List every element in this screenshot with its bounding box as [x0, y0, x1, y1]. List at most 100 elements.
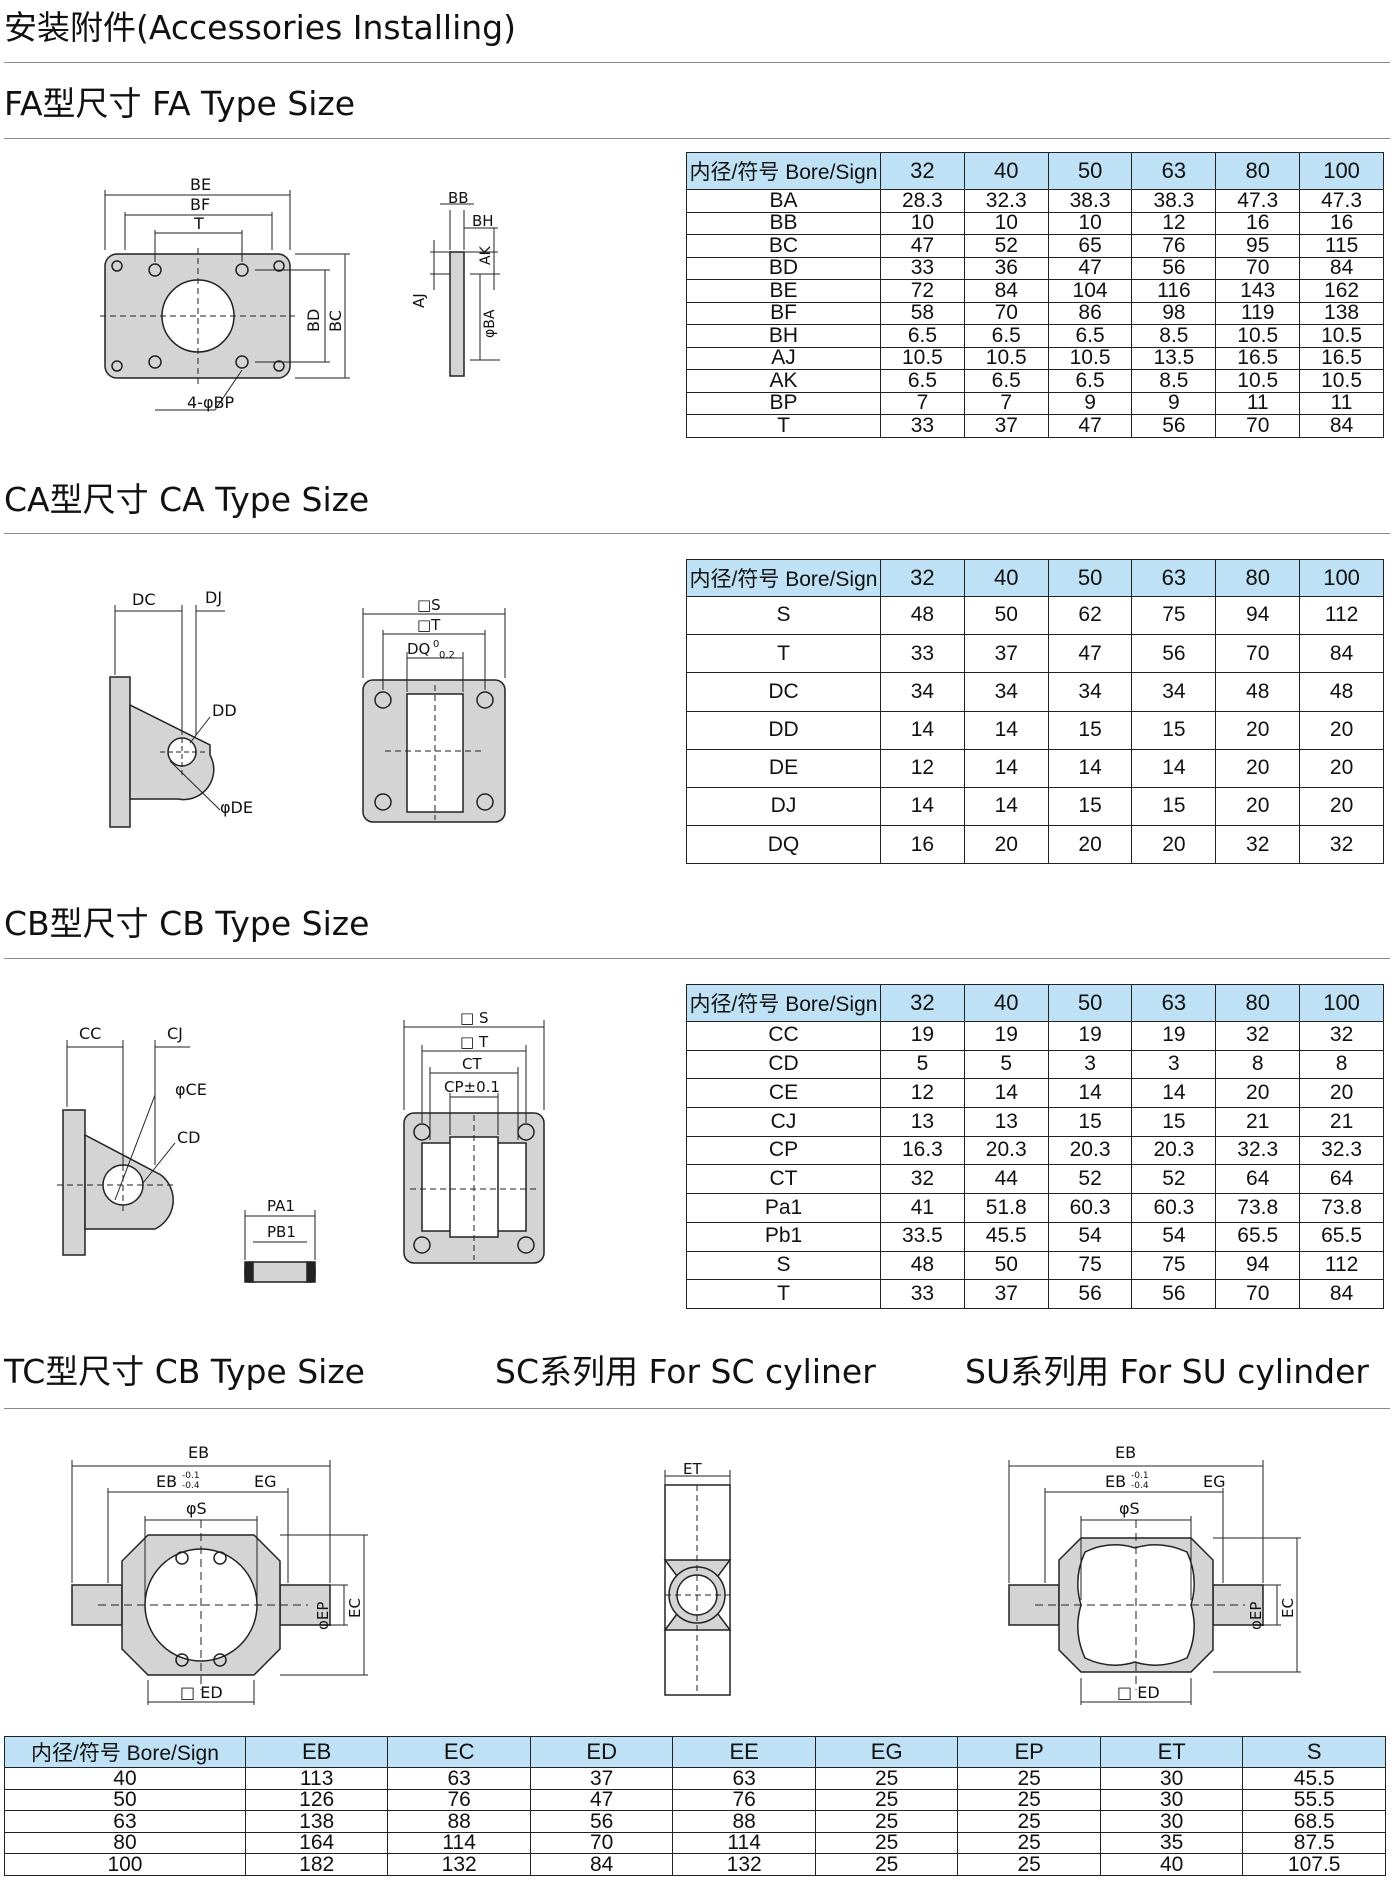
table-cell: 88: [672, 1810, 816, 1833]
table-cell: 14: [963, 1078, 1049, 1109]
table-cell: 14: [1131, 1078, 1217, 1109]
row-label: DC: [686, 672, 881, 712]
table-cell: 10: [1047, 211, 1133, 235]
label-ak: AK: [478, 245, 494, 265]
table-cell: 32.3: [1299, 1135, 1384, 1166]
table-cell: 10: [963, 211, 1049, 235]
table-cell: 11: [1299, 391, 1384, 415]
label-t: T: [193, 214, 204, 233]
table-cell: 32.3: [1215, 1135, 1301, 1166]
label-eb-upper: -0.1: [1131, 1471, 1149, 1481]
label-cc: CC: [79, 1024, 101, 1043]
header-col: 32: [880, 559, 965, 597]
table-cell: 56: [529, 1810, 674, 1833]
section-title-sc: SC系列用 For SC cyliner: [495, 1352, 876, 1391]
table-cell: 45.5: [1242, 1767, 1386, 1790]
row-label: DD: [686, 710, 881, 750]
header-col: S: [1242, 1736, 1386, 1768]
label-ec: EC: [346, 1598, 364, 1618]
table-cell: 87.5: [1242, 1831, 1386, 1854]
table-cell: 54: [1047, 1221, 1133, 1252]
header-col: 63: [1131, 559, 1217, 597]
label-eb-lower: -0.4: [1131, 1481, 1149, 1491]
table-cell: 14: [880, 786, 965, 827]
table-cell: 84: [1299, 256, 1384, 280]
label-ec: EC: [1279, 1598, 1297, 1618]
table-cell: 34: [1047, 672, 1133, 712]
section-title-cb: CB型尺寸 CB Type Size: [4, 904, 370, 943]
row-label: BC: [686, 234, 881, 258]
label-pa1: PA1: [267, 1197, 295, 1215]
table-cell: 33: [880, 256, 965, 280]
table-cell: 30: [1099, 1810, 1244, 1833]
table-cell: 47: [529, 1788, 674, 1811]
table-cell: 20: [1299, 748, 1384, 788]
table-cell: 47: [1047, 256, 1133, 280]
row-label: DJ: [686, 786, 881, 827]
table-cell: 84: [1299, 634, 1384, 674]
table-cell: 5: [963, 1049, 1049, 1080]
table-cell: 98: [1131, 301, 1217, 325]
section-title-ca: CA型尺寸 CA Type Size: [4, 480, 370, 519]
table-cell: 47: [1047, 414, 1133, 438]
table-cell: 119: [1215, 301, 1301, 325]
table-cell: 45.5: [963, 1221, 1049, 1252]
label-ed: □ ED: [1117, 1683, 1160, 1702]
table-cell: 33: [880, 414, 965, 438]
label-pb1: PB1: [267, 1223, 296, 1241]
table-cell: 14: [963, 710, 1049, 750]
table-cell: 116: [1131, 279, 1217, 303]
header-col: 80: [1215, 152, 1301, 190]
table-cell: 70: [1215, 414, 1301, 438]
header-col: 50: [1047, 559, 1133, 597]
table-cell: 16.5: [1299, 346, 1384, 370]
table-cell: 21: [1299, 1107, 1384, 1137]
table-cell: 84: [1299, 1279, 1384, 1309]
table-cell: 84: [1299, 414, 1384, 438]
row-label: BH: [686, 324, 881, 348]
table-cell: 7: [963, 391, 1049, 415]
label-eg: EG: [1203, 1472, 1226, 1491]
table-cell: 12: [880, 1078, 965, 1109]
label-ba: φBA: [482, 309, 498, 338]
table-cell: 65.5: [1215, 1221, 1301, 1252]
table-cell: 37: [529, 1767, 674, 1790]
label-dd: DD: [212, 701, 237, 720]
header-col: 32: [880, 984, 965, 1022]
table-cell: 25: [957, 1831, 1101, 1854]
table-cell: 10: [880, 211, 965, 235]
table-cell: 60.3: [1131, 1193, 1217, 1223]
table-cell: 138: [1299, 301, 1384, 325]
label-s: □S: [417, 596, 441, 614]
table-cell: 20: [1215, 1078, 1301, 1109]
header-bore-sign: 内径/符号 Bore/Sign: [686, 984, 881, 1022]
table-cell: 47.3: [1215, 189, 1301, 213]
table-cell: 8.5: [1131, 324, 1217, 348]
table-cell: 51.8: [963, 1193, 1049, 1223]
row-label: 80: [4, 1831, 246, 1854]
table-cell: 20: [1299, 710, 1384, 750]
table-cell: 34: [1131, 672, 1217, 712]
table-cell: 6.5: [880, 369, 965, 393]
row-label: CJ: [686, 1107, 881, 1137]
table-cell: 19: [963, 1021, 1049, 1051]
row-label: T: [686, 414, 881, 438]
table-cell: 33: [880, 634, 965, 674]
table-cell: 20: [1215, 710, 1301, 750]
table-cell: 50: [963, 595, 1049, 636]
row-label: 50: [4, 1788, 246, 1811]
table-cell: 75: [1131, 595, 1217, 636]
table-cell: 182: [244, 1853, 389, 1876]
row-label: CP: [686, 1135, 881, 1166]
table-cell: 37: [963, 634, 1049, 674]
label-bb: BB: [448, 189, 469, 207]
row-label: T: [686, 634, 881, 674]
row-label: S: [686, 595, 881, 636]
